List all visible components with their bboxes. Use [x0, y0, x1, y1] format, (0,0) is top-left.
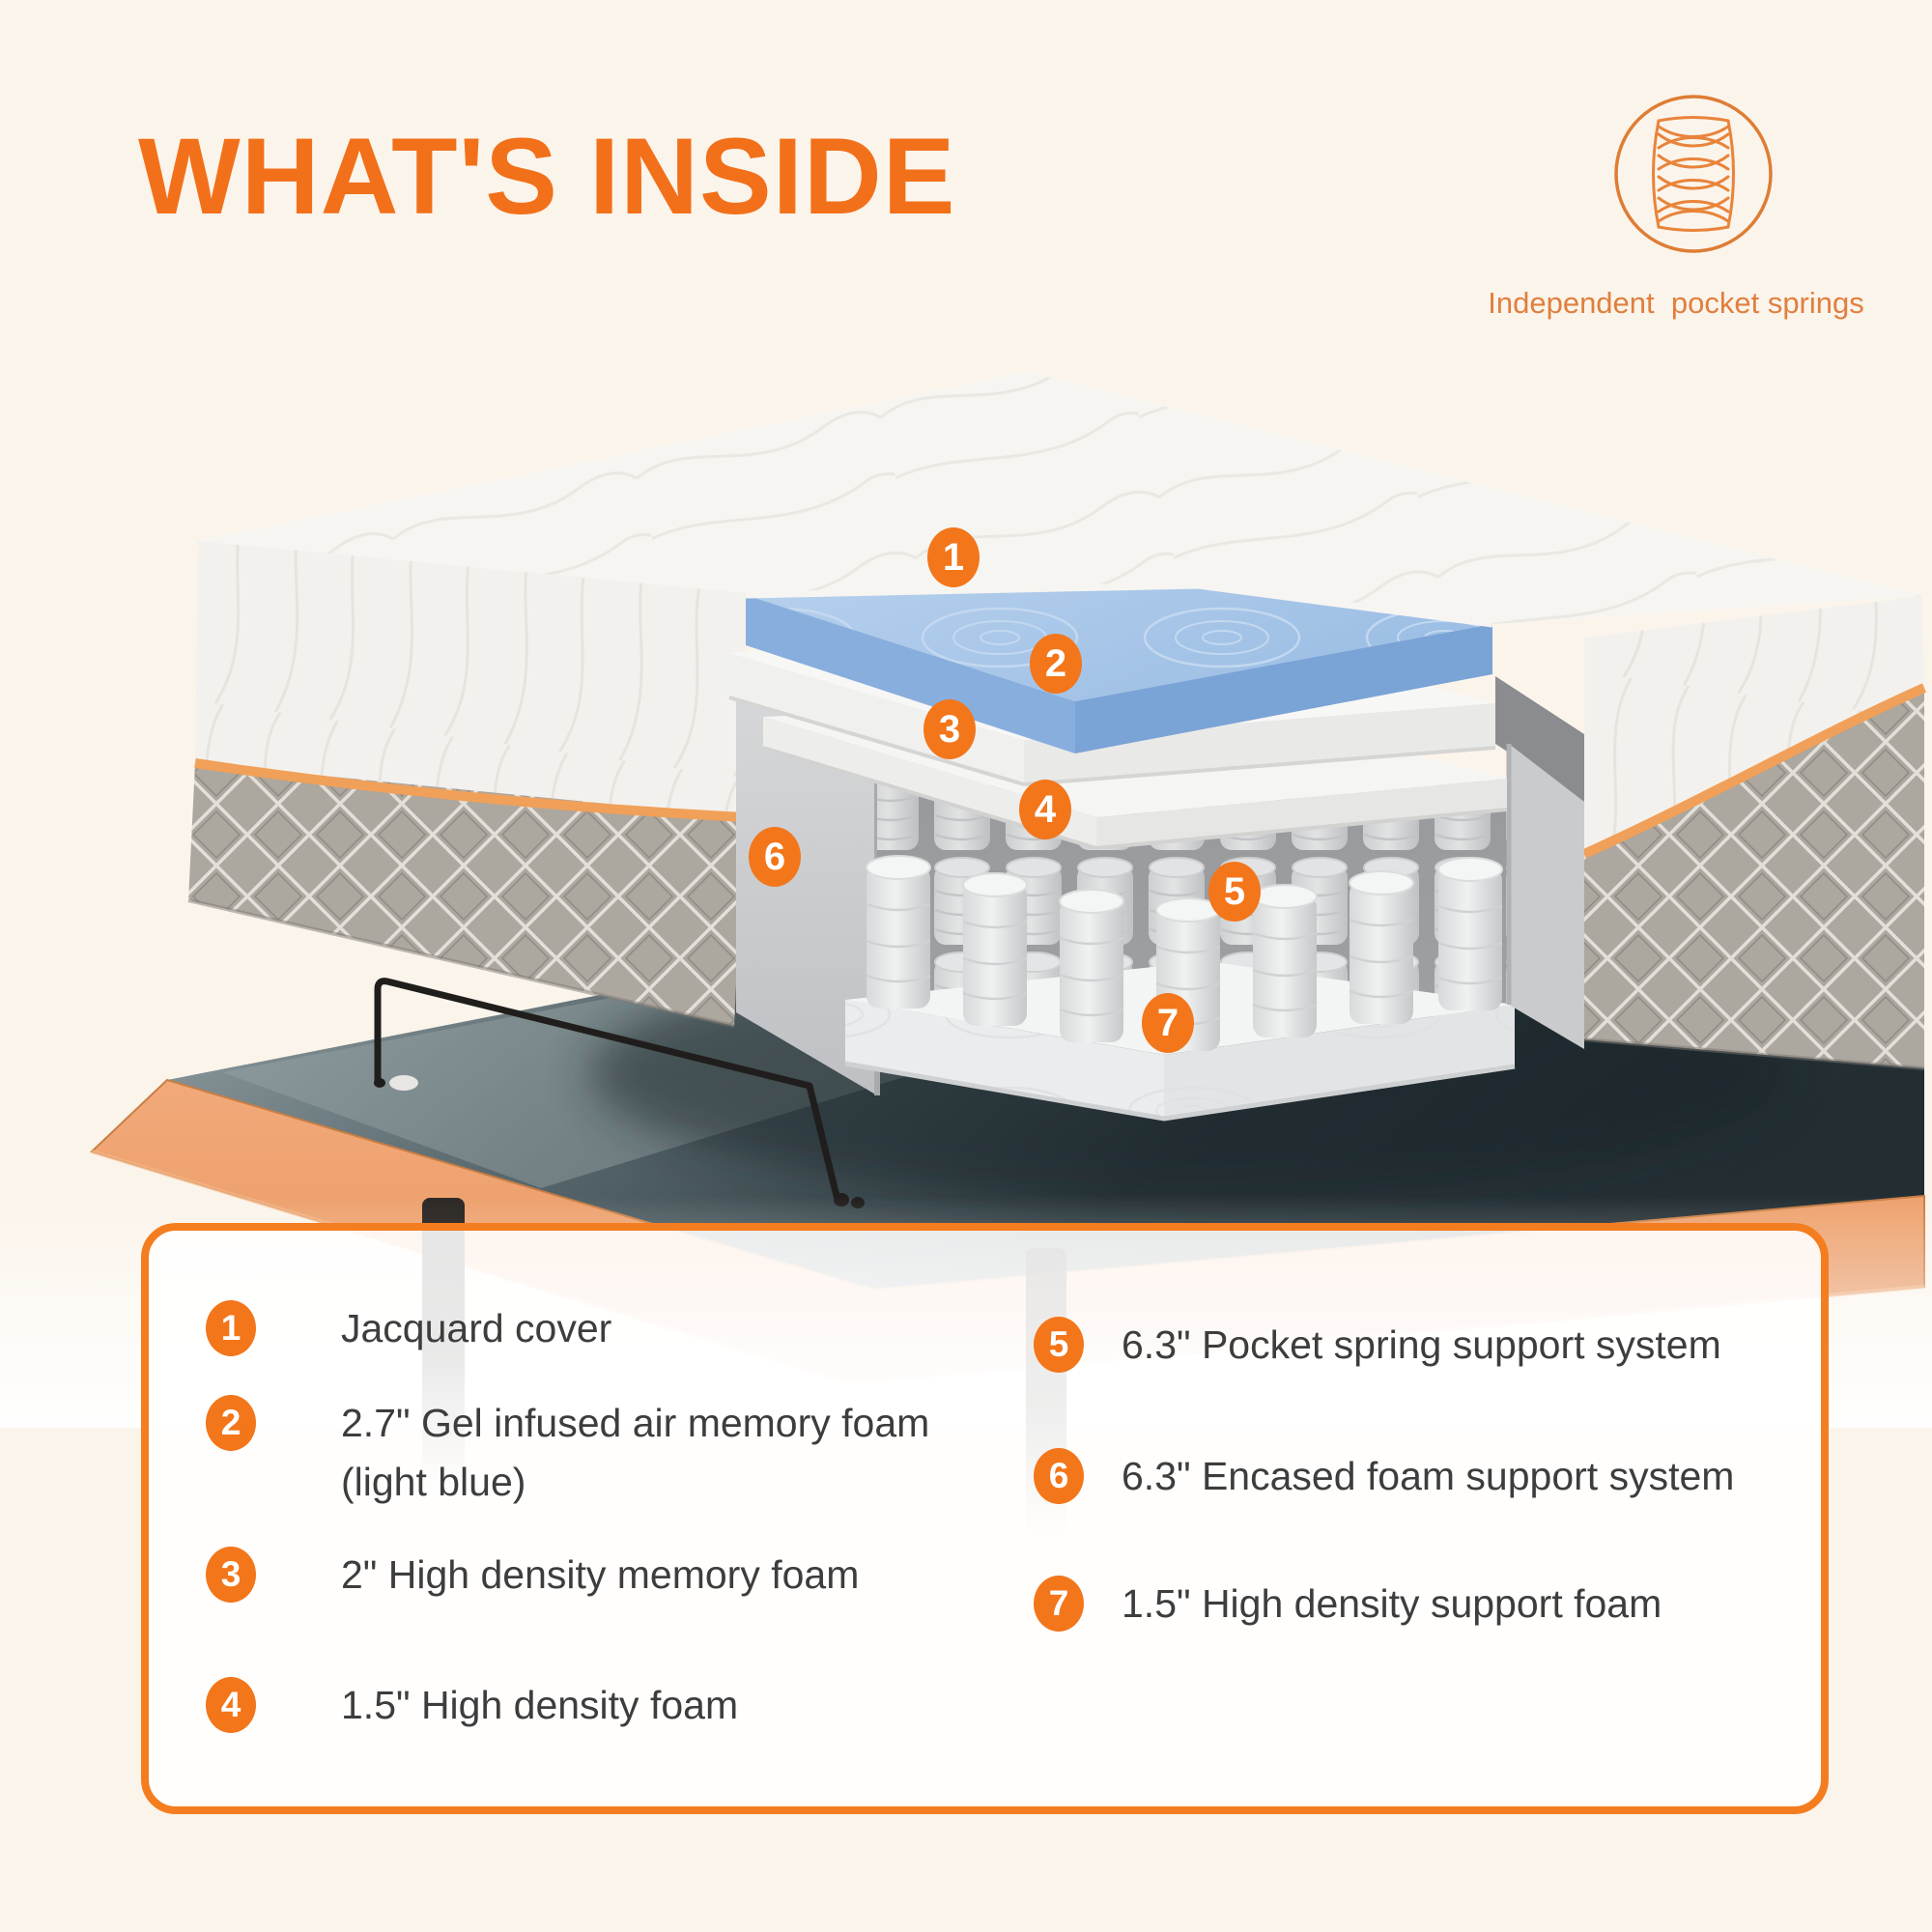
orange-piping-left	[194, 758, 745, 822]
legend-badge-1: 1	[206, 1300, 256, 1356]
callout-2: 2	[1030, 634, 1082, 694]
callout-3: 3	[923, 699, 976, 759]
legend-badge-7: 7	[1034, 1576, 1084, 1632]
pocket-spring-icon	[1614, 95, 1773, 253]
legend-label-1: Jacquard cover	[341, 1306, 612, 1350]
legend-badge-6: 6	[1034, 1448, 1084, 1504]
legend-label-7: 1.5" High density support foam	[1122, 1581, 1662, 1626]
legend-badge-2: 2	[206, 1395, 256, 1451]
page-title: WHAT'S INSIDE	[138, 116, 956, 237]
mattress-left-face-texture	[195, 541, 746, 817]
legend-box: 1 Jacquard cover 2 2.7" Gel infused air …	[141, 1223, 1829, 1814]
legend-badge-5: 5	[1034, 1317, 1084, 1373]
pocket-springs-front-row	[866, 855, 1503, 1051]
quilted-band-left	[188, 763, 744, 1026]
callout-5: 5	[1208, 862, 1261, 922]
callout-7: 7	[1142, 993, 1194, 1053]
callout-1: 1	[927, 527, 980, 587]
legend-label-4: 1.5" High density foam	[341, 1683, 739, 1727]
legend-label-5: 6.3" Pocket spring support system	[1122, 1322, 1721, 1367]
bottom-foam-texture-left	[845, 1000, 1164, 1119]
cavity-right-shadow	[1495, 676, 1584, 802]
legend-item-4: 4 1.5" High density foam	[206, 1677, 738, 1733]
mattress-top-texture	[198, 372, 1922, 624]
mattress-right-face-texture	[1584, 596, 1924, 854]
legend-item-3: 3 2" High density memory foam	[206, 1547, 859, 1603]
legend-item-1: 1 Jacquard cover	[206, 1300, 611, 1356]
legend-item-2: 2 2.7" Gel infused air memory foam(light…	[206, 1395, 929, 1513]
legend-badge-3: 3	[206, 1547, 256, 1603]
legend-badge-4: 4	[206, 1677, 256, 1733]
mattress-bottom-edge-right	[1583, 1037, 1925, 1070]
bottom-foam-edge	[844, 1061, 1516, 1122]
legend-label-2: 2.7" Gel infused air memory foam(light b…	[341, 1401, 930, 1504]
legend-item-6: 6 6.3" Encased foam support system	[1034, 1448, 1734, 1504]
legend-label-3: 2" High density memory foam	[341, 1552, 860, 1597]
orange-piping-right	[1581, 683, 1927, 859]
cutaway-layers	[728, 582, 1584, 1122]
quilted-band-right	[1584, 688, 1924, 1068]
mattress-bottom-edge-left	[187, 898, 735, 1028]
layer-gel-foam-blue	[745, 582, 1493, 753]
pocket-spring-icon-label: Independent pocket springs	[1488, 286, 1864, 320]
mattress	[187, 372, 1927, 1070]
legend-item-7: 7 1.5" High density support foam	[1034, 1576, 1662, 1632]
legend-item-5: 5 6.3" Pocket spring support system	[1034, 1317, 1721, 1373]
legend-label-6: 6.3" Encased foam support system	[1122, 1454, 1735, 1498]
encased-foam-wall	[736, 676, 877, 1095]
encased-foam-right-jamb	[1509, 744, 1584, 1049]
bottom-foam-texture-right	[1164, 1005, 1515, 1119]
callout-4: 4	[1019, 780, 1071, 839]
callout-6: 6	[749, 827, 801, 887]
